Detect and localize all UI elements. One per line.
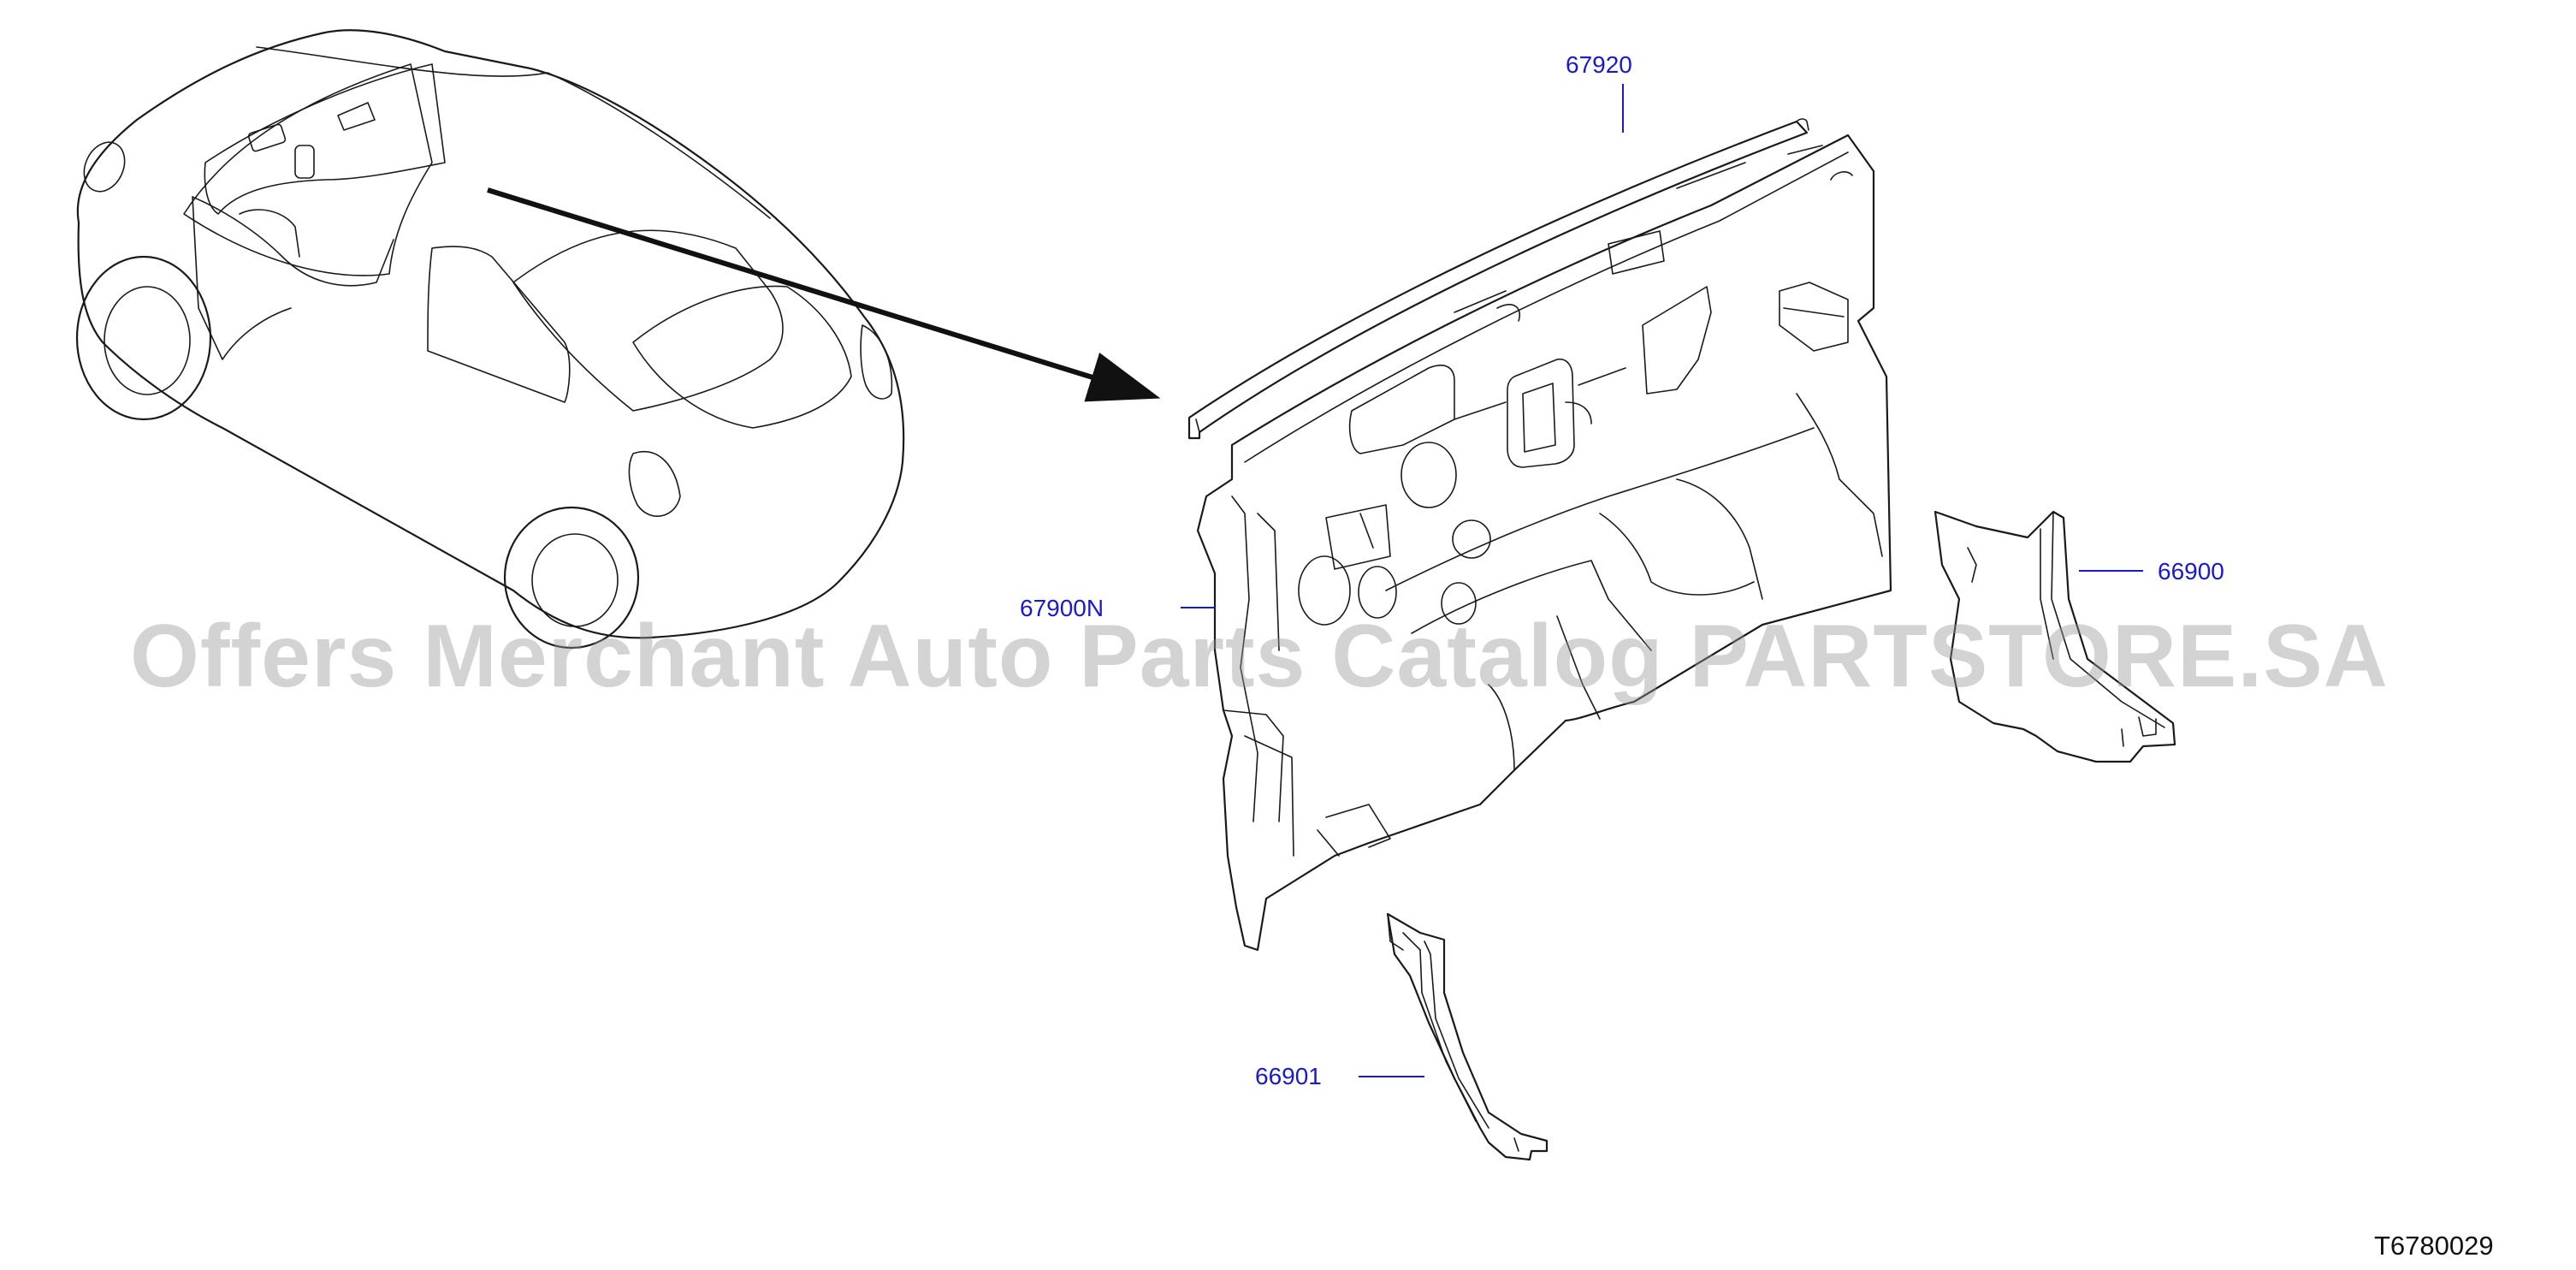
- watermark-text: Offers Merchant Auto Parts Catalog PARTS…: [130, 607, 2389, 706]
- vehicle-locator-icon: [75, 29, 905, 650]
- part-label-66900[interactable]: 66900: [2158, 558, 2224, 585]
- strip-67920: [1187, 118, 1809, 440]
- dash-insulator-67900n: [1196, 134, 1892, 952]
- leader-lines: [1181, 84, 2143, 1077]
- left-finisher-66901: [1386, 912, 1549, 1161]
- part-label-66901[interactable]: 66901: [1255, 1063, 1322, 1089]
- right-finisher-66900: [1933, 510, 2176, 763]
- diagram-code: T6780029: [2374, 1231, 2494, 1261]
- part-label-67920[interactable]: 67920: [1566, 51, 1632, 78]
- pointer-arrow-icon: [487, 187, 1161, 402]
- part-label-67900n[interactable]: 67900N: [1020, 595, 1104, 621]
